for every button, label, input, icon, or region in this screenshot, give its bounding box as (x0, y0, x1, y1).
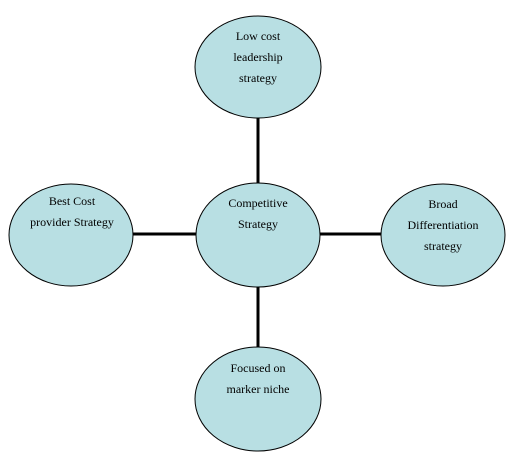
node-right-line-1: Broad (428, 196, 458, 211)
node-right-label: Broad Differentiation strategy (381, 190, 505, 260)
node-left-shape (8, 183, 134, 287)
node-top-label: Low cost leadership strategy (196, 22, 320, 92)
node-left-label: Best Cost provider Strategy (10, 188, 134, 236)
node-center-line-2: Strategy (237, 217, 278, 231)
node-top-line-2: leadership (233, 49, 283, 64)
node-bottom-label: Focused on marker niche (196, 355, 320, 403)
node-center-label: Competitive Strategy (196, 190, 320, 238)
node-right-shape (380, 183, 506, 287)
node-top-line-1: Low cost (235, 28, 281, 43)
node-right-line-3: strategy (424, 238, 462, 253)
node-center-line-1: Competitive (228, 196, 288, 210)
node-left-line-2: provider Strategy (30, 215, 114, 229)
node-bottom-line-1: Focused on (230, 361, 286, 375)
node-bottom-line-2: marker niche (226, 382, 290, 396)
node-top-shape (194, 15, 322, 119)
node-center-shape (195, 182, 321, 288)
node-right-line-2: Differentiation (407, 217, 479, 232)
node-bottom-shape (194, 346, 322, 452)
node-left-line-1: Best Cost (48, 194, 96, 208)
node-top-line-3: strategy (239, 70, 277, 85)
